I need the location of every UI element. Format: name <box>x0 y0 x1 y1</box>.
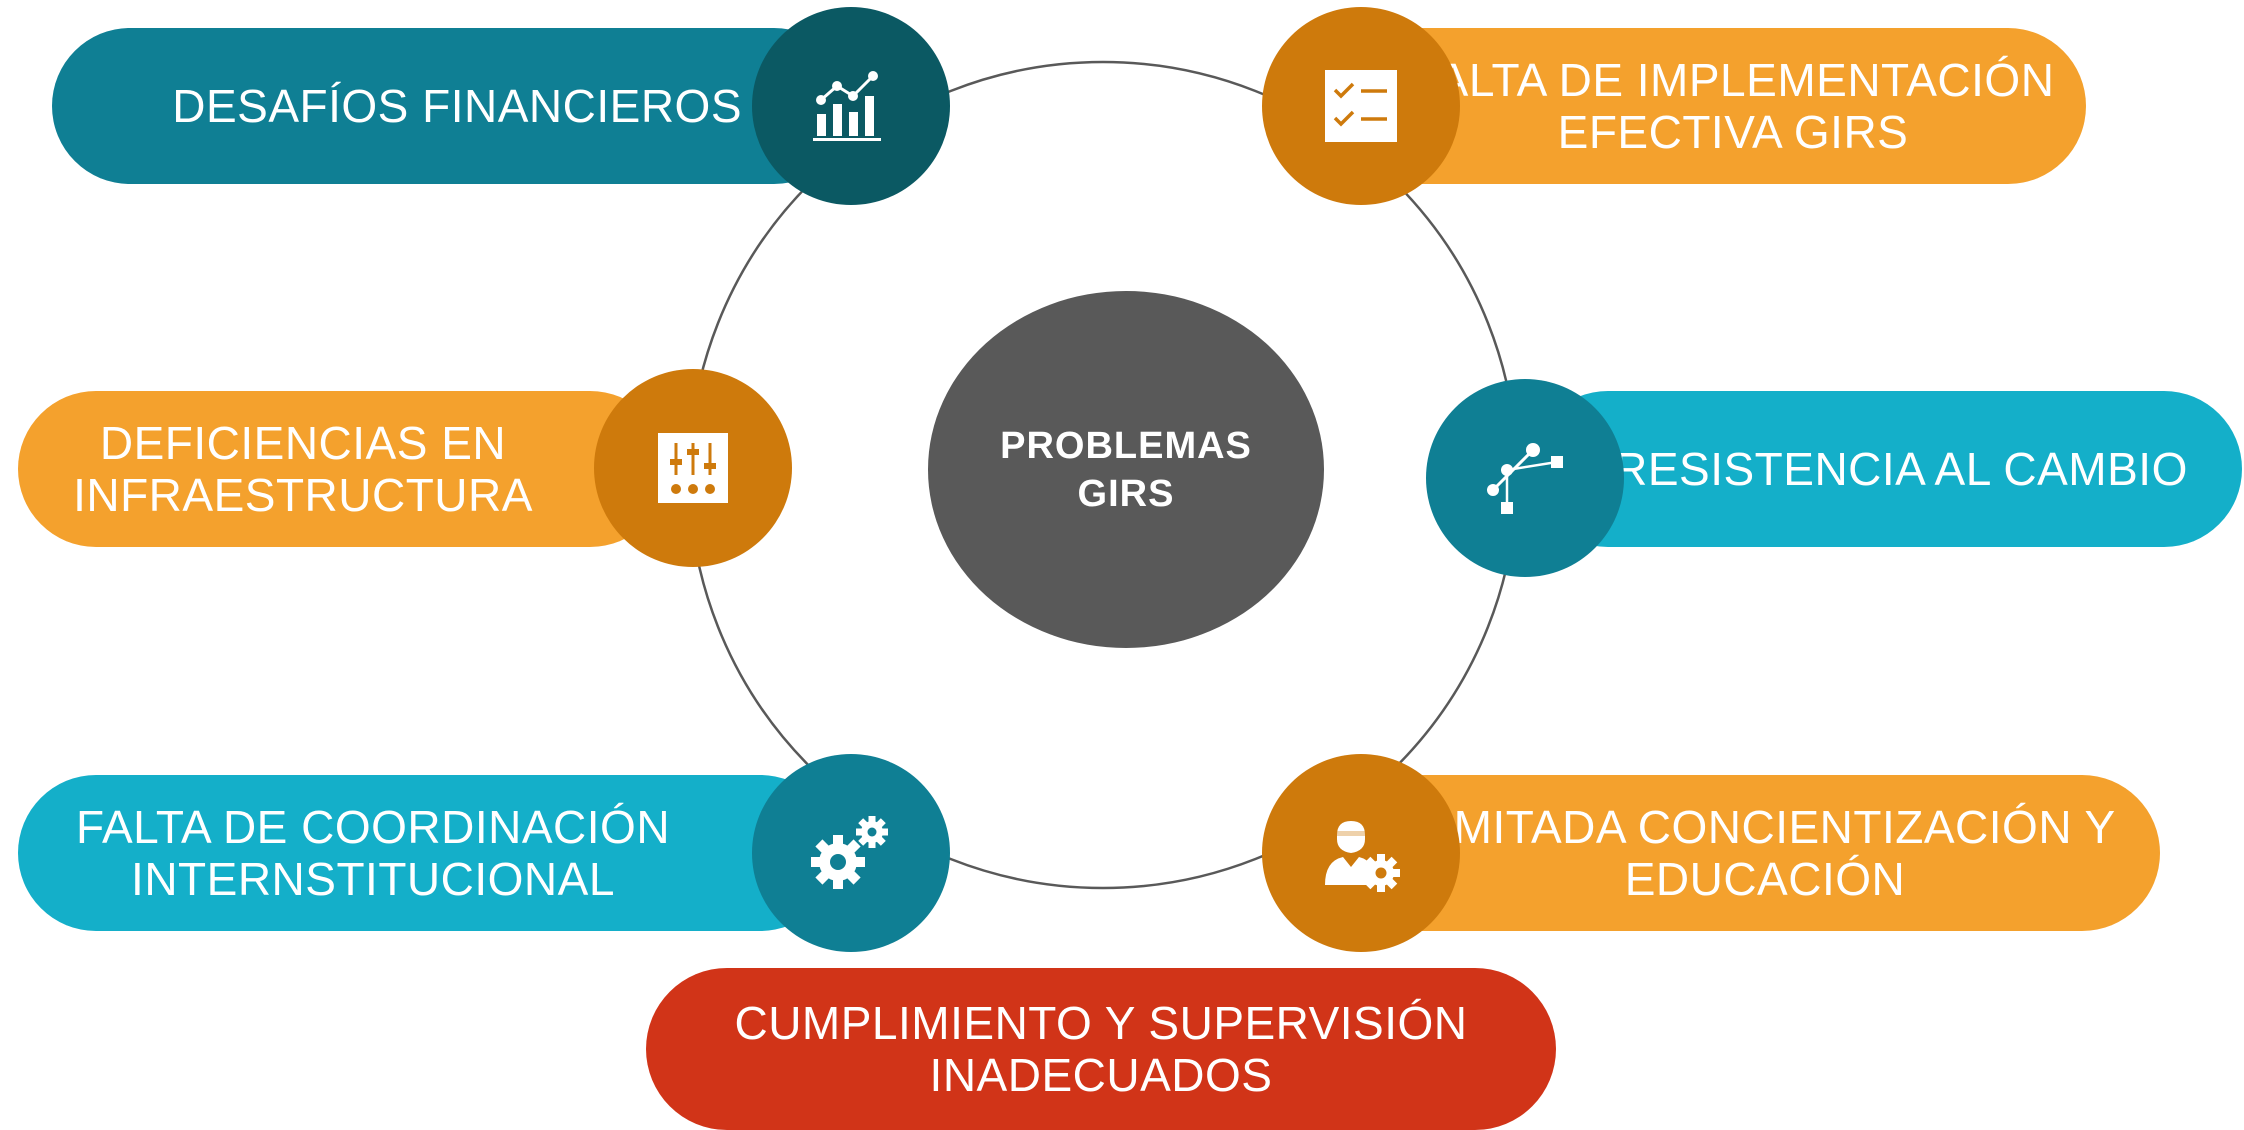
pill-label: RESISTENCIA AL CAMBIO <box>1614 443 2188 495</box>
sliders-icon <box>658 433 728 503</box>
pill-label: DESAFÍOS FINANCIEROS <box>172 80 742 132</box>
center-label: PROBLEMAS GIRS <box>1000 424 1252 515</box>
pill-label: FALTA DE IMPLEMENTACIÓN EFECTIVA GIRS <box>1411 54 2055 158</box>
pill-label: FALTA DE COORDINACIÓN INTERNSTITUCIONAL <box>75 801 671 905</box>
user-gear-icon <box>1325 821 1400 892</box>
pill-label: CUMPLIMIENTO Y SUPERVISIÓN INADECUADOS <box>734 997 1468 1101</box>
pill-cumplimiento-supervision: CUMPLIMIENTO Y SUPERVISIÓN INADECUADOS <box>646 968 1556 1130</box>
pill-resistencia-cambio: RESISTENCIA AL CAMBIO <box>1530 391 2242 547</box>
icon-circle-coordinacion <box>752 754 950 952</box>
icon-circle-implementacion <box>1262 7 1460 205</box>
pill-deficiencias-infraestructura: DEFICIENCIAS EN INFRAESTRUCTURA <box>18 391 668 547</box>
gears-icon <box>811 816 888 889</box>
line-bar-chart-icon <box>813 71 881 141</box>
checklist-icon <box>1325 70 1397 142</box>
icon-circle-infraestructura <box>594 369 792 567</box>
icon-circle-financieros <box>752 7 950 205</box>
pill-label: DEFICIENCIAS EN INFRAESTRUCTURA <box>73 417 533 521</box>
path-nodes-icon <box>1487 443 1563 514</box>
icon-circle-resistencia <box>1426 379 1624 577</box>
pill-falta-coordinacion: FALTA DE COORDINACIÓN INTERNSTITUCIONAL <box>18 775 838 931</box>
pill-desafios-financieros: DESAFÍOS FINANCIEROS <box>52 28 852 184</box>
icon-circle-concientizacion <box>1262 754 1460 952</box>
pill-label: LIMITADA CONCIENTIZACIÓN Y EDUCACIÓN <box>1414 801 2116 905</box>
center-node: PROBLEMAS GIRS <box>928 291 1324 648</box>
pill-limitada-concientizacion: LIMITADA CONCIENTIZACIÓN Y EDUCACIÓN <box>1340 775 2160 931</box>
